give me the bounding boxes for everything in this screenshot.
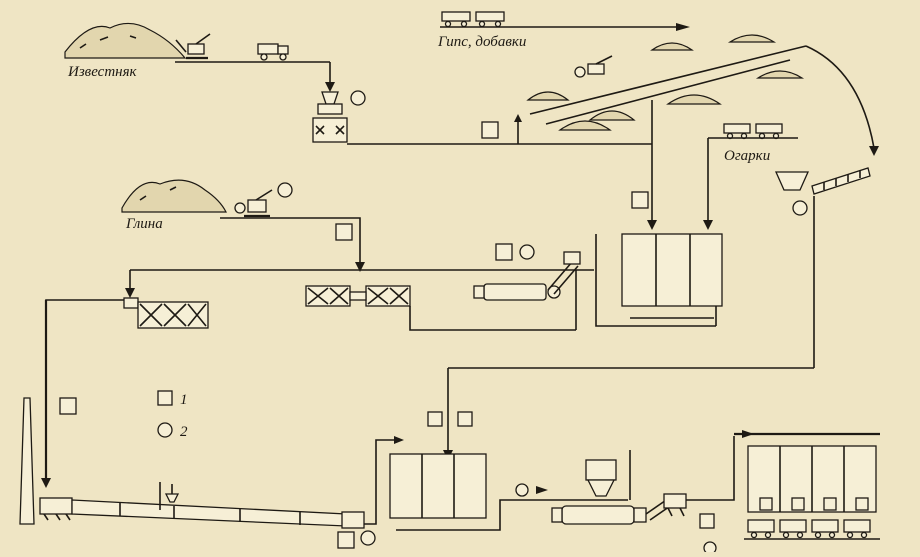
machine-symbol-circle xyxy=(703,541,717,555)
limestone-excavator-icon xyxy=(175,33,211,60)
limestone-arrow xyxy=(325,82,335,92)
label-cinders: Огарки xyxy=(724,148,771,164)
label-gypsum: Гипс, добавки xyxy=(438,34,527,50)
clinker-storage xyxy=(389,453,487,531)
raw-mix-silos xyxy=(621,233,723,319)
clinker-cooler-icon xyxy=(341,511,365,529)
cement-silo-arrow xyxy=(742,430,754,438)
dust-collector-icon xyxy=(39,497,73,521)
machine-symbol-circle xyxy=(360,530,376,546)
stockyard-piles xyxy=(526,34,805,131)
clay-mill-pair xyxy=(305,285,411,307)
clay-excavator-icon xyxy=(234,189,273,218)
cooler-to-clinker-line xyxy=(364,439,396,525)
clay-arrow xyxy=(355,262,365,272)
feeder-arrow xyxy=(536,486,548,494)
cinder-hopper-icon xyxy=(774,171,810,216)
machine-symbol-square xyxy=(495,243,513,261)
stockyard-overhead-line xyxy=(529,45,807,115)
jaw-crusher-icon xyxy=(312,91,348,143)
clay-quarry xyxy=(121,179,227,213)
label-clay: Глина xyxy=(126,216,163,232)
raw-ball-mill-icon xyxy=(473,283,561,301)
stockyard-arrow xyxy=(869,146,879,156)
limestone-quarry xyxy=(64,22,187,59)
stockyard-to-hopper-line xyxy=(805,45,875,149)
feed-arrow xyxy=(125,288,135,298)
screw-conveyor-icon xyxy=(811,167,871,195)
machine-symbol-circle xyxy=(350,90,366,106)
slurry-basin xyxy=(123,297,209,329)
silo-bypass-line xyxy=(595,234,716,327)
machine-symbol-square xyxy=(481,121,499,139)
gypsum-rail-arrow xyxy=(676,23,690,31)
elevator-icon xyxy=(547,251,581,295)
machine-symbol-square xyxy=(699,513,715,529)
machine-symbol-square xyxy=(631,191,649,209)
gypsum-bins-icon xyxy=(585,450,631,500)
stockyard-crane-icon xyxy=(574,55,613,78)
legend-key-2: 2 xyxy=(180,424,188,440)
clinker-input-arrow xyxy=(394,436,404,444)
gypsum-railcars-icon xyxy=(441,11,505,28)
rotary-kiln-icon xyxy=(71,499,347,527)
machine-symbol-square xyxy=(427,411,443,427)
legend-circle-symbol xyxy=(157,422,173,438)
legend: 1 2 xyxy=(157,390,188,440)
machine-symbol-square xyxy=(335,223,353,241)
mill-outlet-line xyxy=(409,306,576,331)
label-limestone: Известняк xyxy=(68,64,137,80)
legend-key-1: 1 xyxy=(180,392,188,408)
basin-left-line xyxy=(45,299,124,330)
cement-elevator-icon xyxy=(645,493,687,521)
machine-symbol-square xyxy=(457,411,473,427)
machine-symbol-square xyxy=(337,531,355,549)
stockyard-conveyor-line xyxy=(545,59,791,125)
cement-transport-line xyxy=(686,436,735,501)
machine-symbol-circle xyxy=(277,182,293,198)
cinder-arrow xyxy=(703,220,713,230)
kiln-feed-arrow xyxy=(41,478,51,488)
cement-ball-mill-icon xyxy=(551,505,647,525)
gypsum-branch-arrow xyxy=(514,114,522,122)
legend-square-symbol xyxy=(157,390,173,406)
kiln-burner-icon xyxy=(164,484,180,503)
machine-symbol-square xyxy=(59,397,77,415)
cement-railcars-icon xyxy=(747,519,871,539)
feeder-icon xyxy=(515,483,529,497)
dump-truck-icon xyxy=(257,43,289,61)
cement-silos xyxy=(747,445,877,513)
clay-conveyor-line xyxy=(220,217,361,262)
clinker-to-mill-line xyxy=(480,499,548,531)
silo-input-arrow xyxy=(647,220,657,230)
chimney-icon xyxy=(19,397,35,525)
machine-symbol-circle xyxy=(519,244,535,260)
cinder-railcars-icon xyxy=(723,123,783,140)
